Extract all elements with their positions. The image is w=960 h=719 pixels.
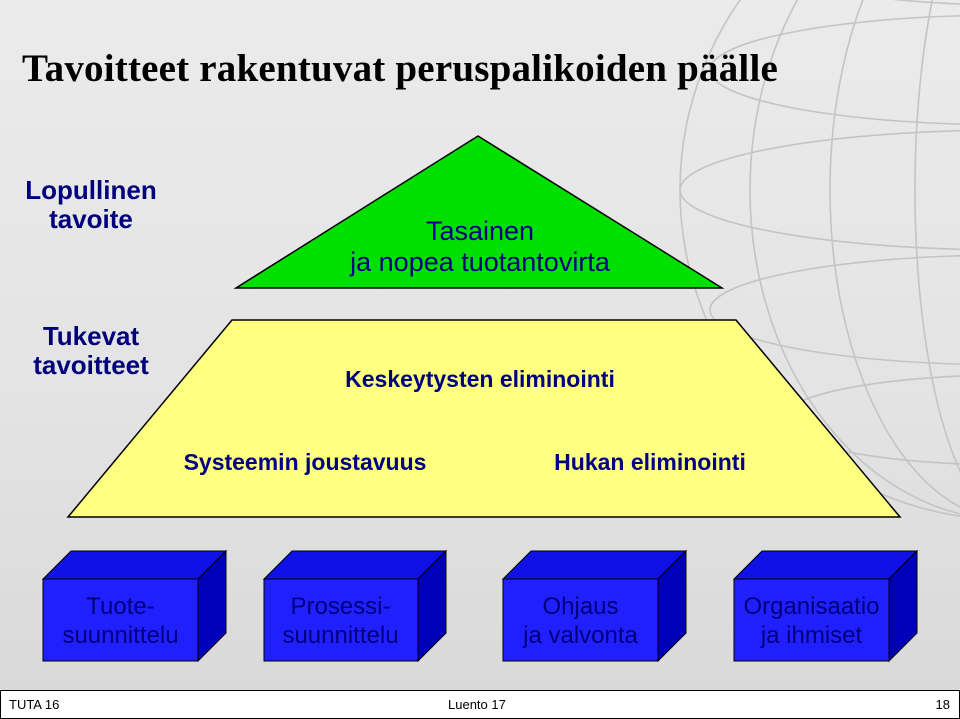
final-goal-label: Lopullinen tavoite bbox=[6, 176, 176, 234]
system-flexibility-text: Systeemin joustavuus bbox=[183, 449, 427, 475]
supporting-goals-line-1: Tukevat bbox=[42, 321, 140, 351]
pillar-4-line-1: Organisaatio bbox=[743, 593, 880, 620]
waste-elimination-text: Hukan eliminointi bbox=[554, 449, 746, 475]
final-goal-line-2: tavoite bbox=[49, 204, 133, 234]
top-goal-line-1: Tasainen bbox=[425, 216, 535, 246]
supporting-goals-trapezoid bbox=[66, 319, 902, 518]
footer-course: TUTA 16 bbox=[9, 697, 60, 712]
pillar-2-line-1: Prosessi- bbox=[290, 593, 391, 620]
top-goal-text: Tasainen ja nopea tuotantovirta bbox=[280, 216, 680, 278]
pillar-3-line-1: Ohjaus bbox=[542, 593, 619, 620]
pillar-3-line-2: ja valvonta bbox=[523, 622, 638, 649]
top-goal-triangle bbox=[233, 135, 725, 289]
pillar-4-line-2: ja ihmiset bbox=[760, 622, 863, 649]
pillar-4-box bbox=[732, 549, 919, 663]
footer-lecture: Luento 17 bbox=[448, 697, 506, 712]
pillar-2-box bbox=[262, 549, 448, 663]
pillar-1-label: Tuote- suunnittelu bbox=[38, 592, 203, 650]
slide-footer: TUTA 16 Luento 17 18 bbox=[0, 690, 960, 719]
pyramid-shapes bbox=[41, 135, 919, 663]
pillar-2-label: Prosessi- suunnittelu bbox=[258, 592, 423, 650]
pillar-2-line-2: suunnittelu bbox=[282, 622, 399, 649]
slide-background: Tavoitteet rakentuvat peruspalikoiden pä… bbox=[0, 0, 960, 690]
pillar-1-line-2: suunnittelu bbox=[62, 622, 179, 649]
footer-page-number: 18 bbox=[935, 697, 950, 712]
pillar-3-label: Ohjaus ja valvonta bbox=[493, 592, 668, 650]
pillar-1-box bbox=[41, 549, 228, 663]
supporting-goals-line-2: tavoitteet bbox=[33, 350, 149, 380]
top-goal-line-2: ja nopea tuotantovirta bbox=[350, 247, 610, 277]
interruption-elimination-text: Keskeytysten eliminointi bbox=[345, 366, 615, 392]
slide-title: Tavoitteet rakentuvat peruspalikoiden pä… bbox=[22, 47, 778, 90]
pillar-1-line-1: Tuote- bbox=[86, 593, 155, 620]
pillar-4-label: Organisaatio ja ihmiset bbox=[726, 592, 897, 650]
supporting-goals-label: Tukevat tavoitteet bbox=[6, 322, 176, 380]
pillar-3-box bbox=[501, 549, 688, 663]
final-goal-line-1: Lopullinen bbox=[25, 175, 157, 205]
